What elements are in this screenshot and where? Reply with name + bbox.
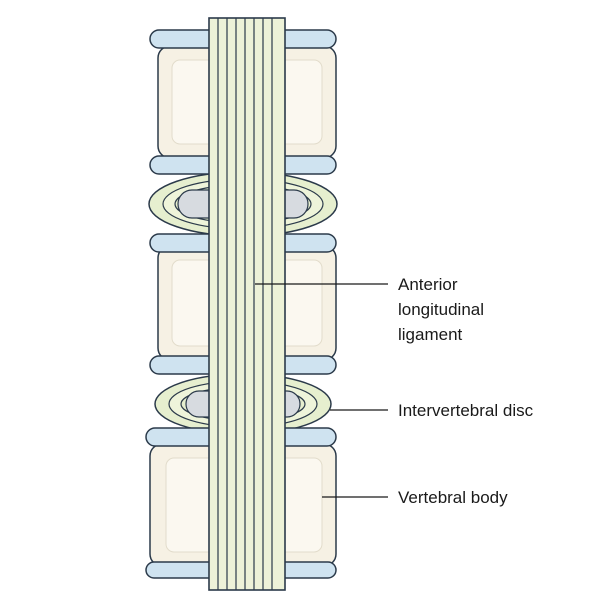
intervertebral-disc-label: Intervertebral disc xyxy=(398,401,534,420)
ligament-fibers xyxy=(217,18,273,590)
ligament-label-line-2: longitudinal xyxy=(398,300,484,319)
ligament-label: Anterior longitudinal ligament xyxy=(398,275,489,344)
ligament-label-line-1: Anterior xyxy=(398,275,458,294)
ligament-band xyxy=(208,17,286,591)
vertebral-body-label: Vertebral body xyxy=(398,488,508,507)
anterior-longitudinal-ligament xyxy=(208,17,286,591)
ligament-label-line-3: ligament xyxy=(398,325,463,344)
